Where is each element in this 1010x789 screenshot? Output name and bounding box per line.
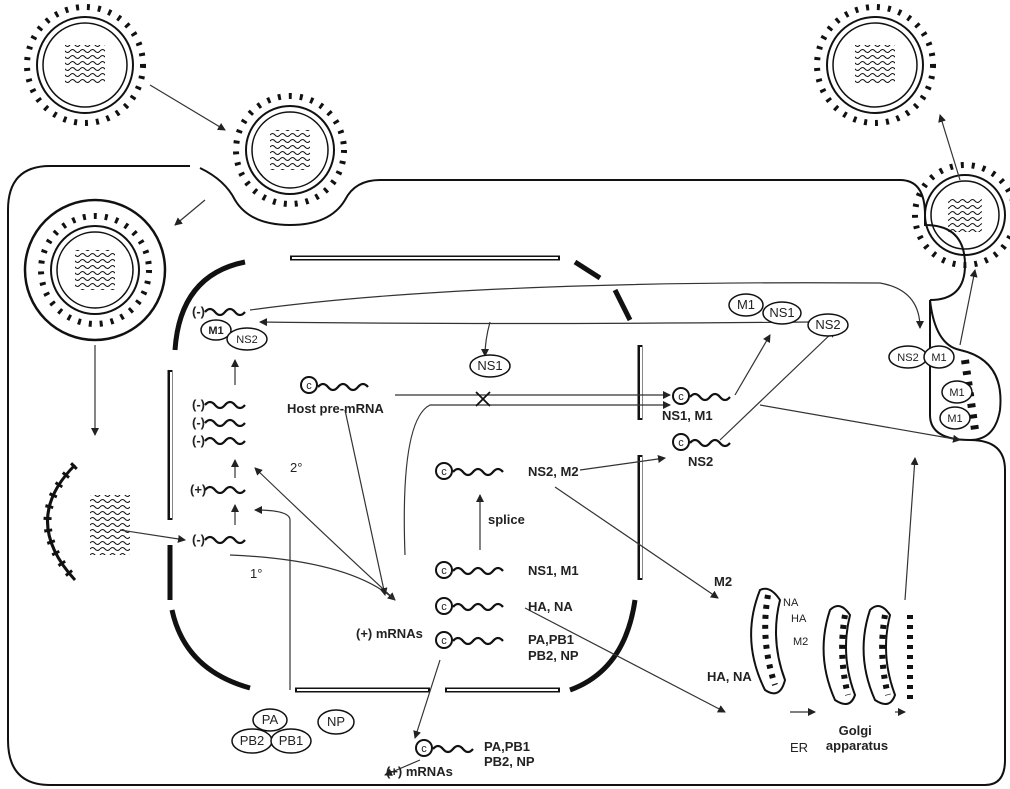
endoplasmic-reticulum: [751, 589, 785, 694]
label-primary: 1°: [250, 566, 262, 581]
label-ns2-top: NS2: [815, 317, 840, 332]
label-ns2-nuc: NS2: [236, 334, 257, 346]
label-m2-er: M2: [793, 636, 808, 648]
label-m2: M2: [714, 574, 732, 589]
label-host-pre-mrna: Host pre-mRNA: [287, 401, 384, 416]
label-pos1: (+): [190, 482, 206, 497]
cap-letter: c: [421, 743, 427, 755]
label-neg2: (-): [192, 397, 205, 412]
cap-letter: c: [441, 466, 447, 478]
cap-letter: c: [678, 391, 684, 403]
label-ha-er: HA: [791, 613, 807, 625]
label-golgi: Golgi apparatus: [826, 723, 888, 753]
diagram-labels: (-) M1 NS2 (-) (-) (-) (+) (-) Host pre-…: [190, 297, 965, 779]
cap-letter: c: [441, 635, 447, 647]
virion-outside-top-left: [27, 7, 143, 123]
label-pb2-np-a: PB2, NP: [528, 648, 579, 663]
label-ns1-block: NS1: [477, 358, 502, 373]
label-ns2-bud: NS2: [897, 352, 918, 364]
cap-letter: c: [678, 437, 684, 449]
cap-letter: c: [441, 565, 447, 577]
label-er: ER: [790, 740, 808, 755]
label-secondary: 2°: [290, 460, 302, 475]
label-pb1: PB1: [279, 733, 304, 748]
virion-released: [817, 7, 933, 123]
label-ns2-m2: NS2, M2: [528, 464, 579, 479]
label-pa: PA: [262, 712, 279, 727]
label-m1-bud1: M1: [931, 352, 946, 364]
label-splice: splice: [488, 512, 525, 527]
label-pb2-np-b: PB2, NP: [484, 754, 535, 769]
label-neg1: (-): [192, 304, 205, 319]
label-ns1-m1: NS1, M1: [528, 563, 579, 578]
cap-letter: c: [441, 601, 447, 613]
label-pa-pb1-b: PA,PB1: [484, 739, 530, 754]
uncoating-endosome: [48, 465, 131, 580]
label-pos-mrnas: (+) mRNAs: [356, 626, 423, 641]
label-np: NP: [327, 714, 345, 729]
label-ha-na-er: HA, NA: [707, 669, 752, 684]
cap-letters: c c c c c c c c: [306, 380, 684, 755]
golgi-apparatus: [824, 606, 895, 704]
label-ns1-top: NS1: [769, 305, 794, 320]
label-m1-bud3: M1: [947, 413, 962, 425]
label-na-er: NA: [783, 597, 799, 609]
label-pb2: PB2: [240, 733, 265, 748]
label-ns1-m1-right: NS1, M1: [662, 408, 713, 423]
label-m1-top: M1: [737, 297, 755, 312]
cap-letter: c: [306, 380, 312, 392]
virion-attaching: [236, 96, 344, 204]
label-pos-mrnas-bottom: (+) mRNAs: [386, 764, 453, 779]
label-ha-na: HA, NA: [528, 599, 573, 614]
label-pa-pb1-a: PA,PB1: [528, 632, 574, 647]
label-m1-nuc: M1: [208, 325, 223, 337]
label-neg3: (-): [192, 415, 205, 430]
label-ns2-right: NS2: [688, 454, 713, 469]
label-m1-bud2: M1: [949, 387, 964, 399]
label-neg5: (-): [192, 532, 205, 547]
virion-endosome: [25, 200, 165, 340]
label-neg4: (-): [192, 433, 205, 448]
rna-strands: [205, 309, 730, 752]
